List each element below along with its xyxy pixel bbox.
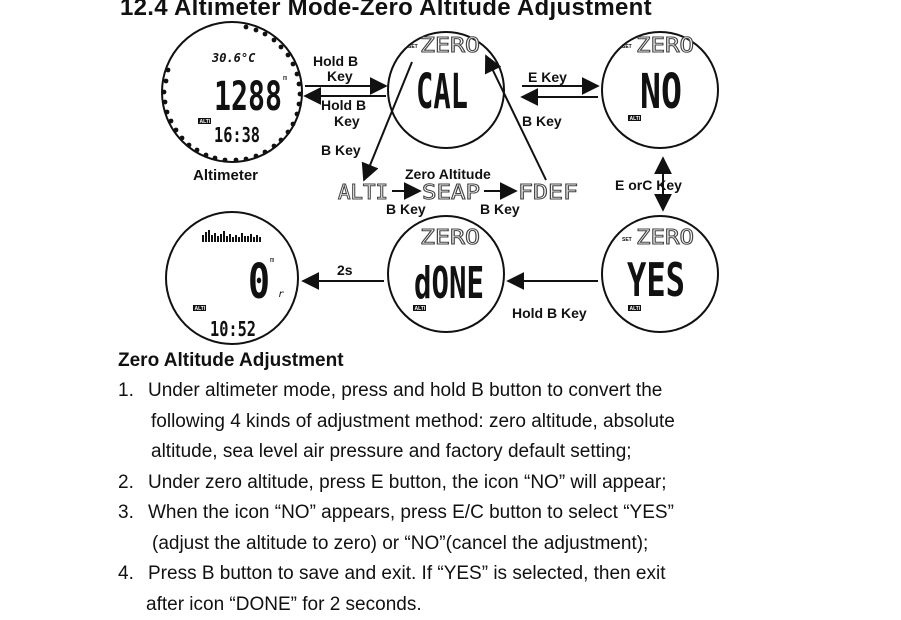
time-readout: 16:38 [214, 123, 260, 147]
altimeter-caption: Altimeter [193, 167, 258, 184]
altitude-unit: m [283, 74, 287, 82]
step-number: 3. [118, 498, 148, 559]
zero-header: ZERO [636, 225, 694, 249]
watch-zero-yes: SET ZERO YES ALTI [602, 216, 718, 332]
step-number: 2. [118, 468, 148, 499]
set-indicator: SET [622, 237, 632, 243]
step-line: after icon “DONE” for 2 seconds. [146, 590, 665, 620]
zero-header: ZERO [420, 225, 480, 249]
hold-b-done-label: Hold B Key [512, 305, 587, 321]
zero-header: ZERO [420, 33, 480, 57]
watch-zero-cal: SET ZERO CAL [388, 32, 504, 148]
e-or-c-key-label: E orC Key [615, 177, 682, 193]
step-line: following 4 kinds of adjustment method: … [151, 407, 675, 438]
zero-header: ZERO [636, 33, 694, 57]
altitude-readout: 1288 [214, 74, 282, 120]
step-line: When the icon “NO” appears, press E/C bu… [148, 498, 674, 529]
e-key-label: E Key [528, 69, 567, 85]
yes-readout: YES [627, 253, 685, 307]
menu-seap: SEAP [422, 180, 480, 204]
zero-readout: 0 [248, 254, 270, 310]
zero-altitude-label: Zero Altitude [405, 166, 491, 182]
instruction-step: 4.Press B button to save and exit. If “Y… [118, 559, 898, 620]
step-text: Press B button to save and exit. If “YES… [148, 559, 665, 620]
result-sub: r [278, 289, 284, 300]
steps-list: 1.Under altimeter mode, press and hold B… [118, 376, 898, 620]
done-readout: dONE [414, 258, 484, 309]
step-line: (adjust the altitude to zero) or “NO”(ca… [152, 529, 674, 560]
step-number: 4. [118, 559, 148, 620]
instructions-heading: Zero Altitude Adjustment [118, 346, 898, 376]
b-key-2-label: B Key [480, 201, 520, 217]
b-key-menu-label: B Key [321, 142, 361, 158]
temperature-readout: 30.6°C [211, 51, 256, 65]
hold-b-label-2b: Key [334, 113, 360, 129]
step-text: Under zero altitude, press E button, the… [148, 468, 667, 499]
set-indicator: SET [408, 44, 418, 50]
step-text: When the icon “NO” appears, press E/C bu… [148, 498, 674, 559]
step-line: Under altimeter mode, press and hold B b… [148, 376, 675, 407]
step-line: Under zero altitude, press E button, the… [148, 468, 667, 499]
step-line: Press B button to save and exit. If “YES… [148, 559, 665, 590]
step-text: Under altimeter mode, press and hold B b… [148, 376, 675, 468]
alti-badge-text: ALTI [630, 116, 641, 122]
hold-b-label-1a: Hold B [313, 53, 358, 69]
set-indicator: SET [622, 44, 632, 50]
watch-zero-result: 0 m r ALTI 10:52 [166, 212, 298, 344]
zero-altitude-diagram: 30.6°C 1288 m ALTI 16:38 Altimeter SET Z… [0, 0, 901, 345]
watch-zero-no: SET ZERO NO ALTI [602, 32, 718, 148]
step-number: 1. [118, 376, 148, 468]
hold-b-label-2a: Hold B [321, 97, 366, 113]
step-line: altitude, sea level air pressure and fac… [151, 437, 675, 468]
b-key-no-cal-label: B Key [522, 113, 562, 129]
instructions: Zero Altitude Adjustment 1.Under altimet… [118, 346, 898, 620]
alti-badge-text: ALTI [200, 119, 211, 125]
no-readout: NO [640, 64, 682, 120]
instruction-step: 3.When the icon “NO” appears, press E/C … [118, 498, 898, 559]
alti-badge-text: ALTI [195, 306, 206, 312]
menu-fdef: FDEF [518, 180, 578, 204]
alti-badge-text: ALTI [630, 306, 641, 312]
cal-readout: CAL [416, 64, 468, 120]
menu-alti: ALTI [338, 180, 388, 204]
instruction-step: 1.Under altimeter mode, press and hold B… [118, 376, 898, 468]
alti-badge-text: ALTI [415, 306, 426, 312]
two-seconds-label: 2s [337, 262, 353, 278]
result-unit: m [270, 256, 274, 264]
result-time: 10:52 [210, 317, 256, 341]
instruction-step: 2.Under zero altitude, press E button, t… [118, 468, 898, 499]
watch-altimeter: 30.6°C 1288 m ALTI 16:38 [162, 22, 303, 162]
b-key-1-label: B Key [386, 201, 426, 217]
hold-b-label-1b: Key [327, 68, 353, 84]
watch-zero-done: ZERO dONE ALTI [388, 216, 504, 332]
